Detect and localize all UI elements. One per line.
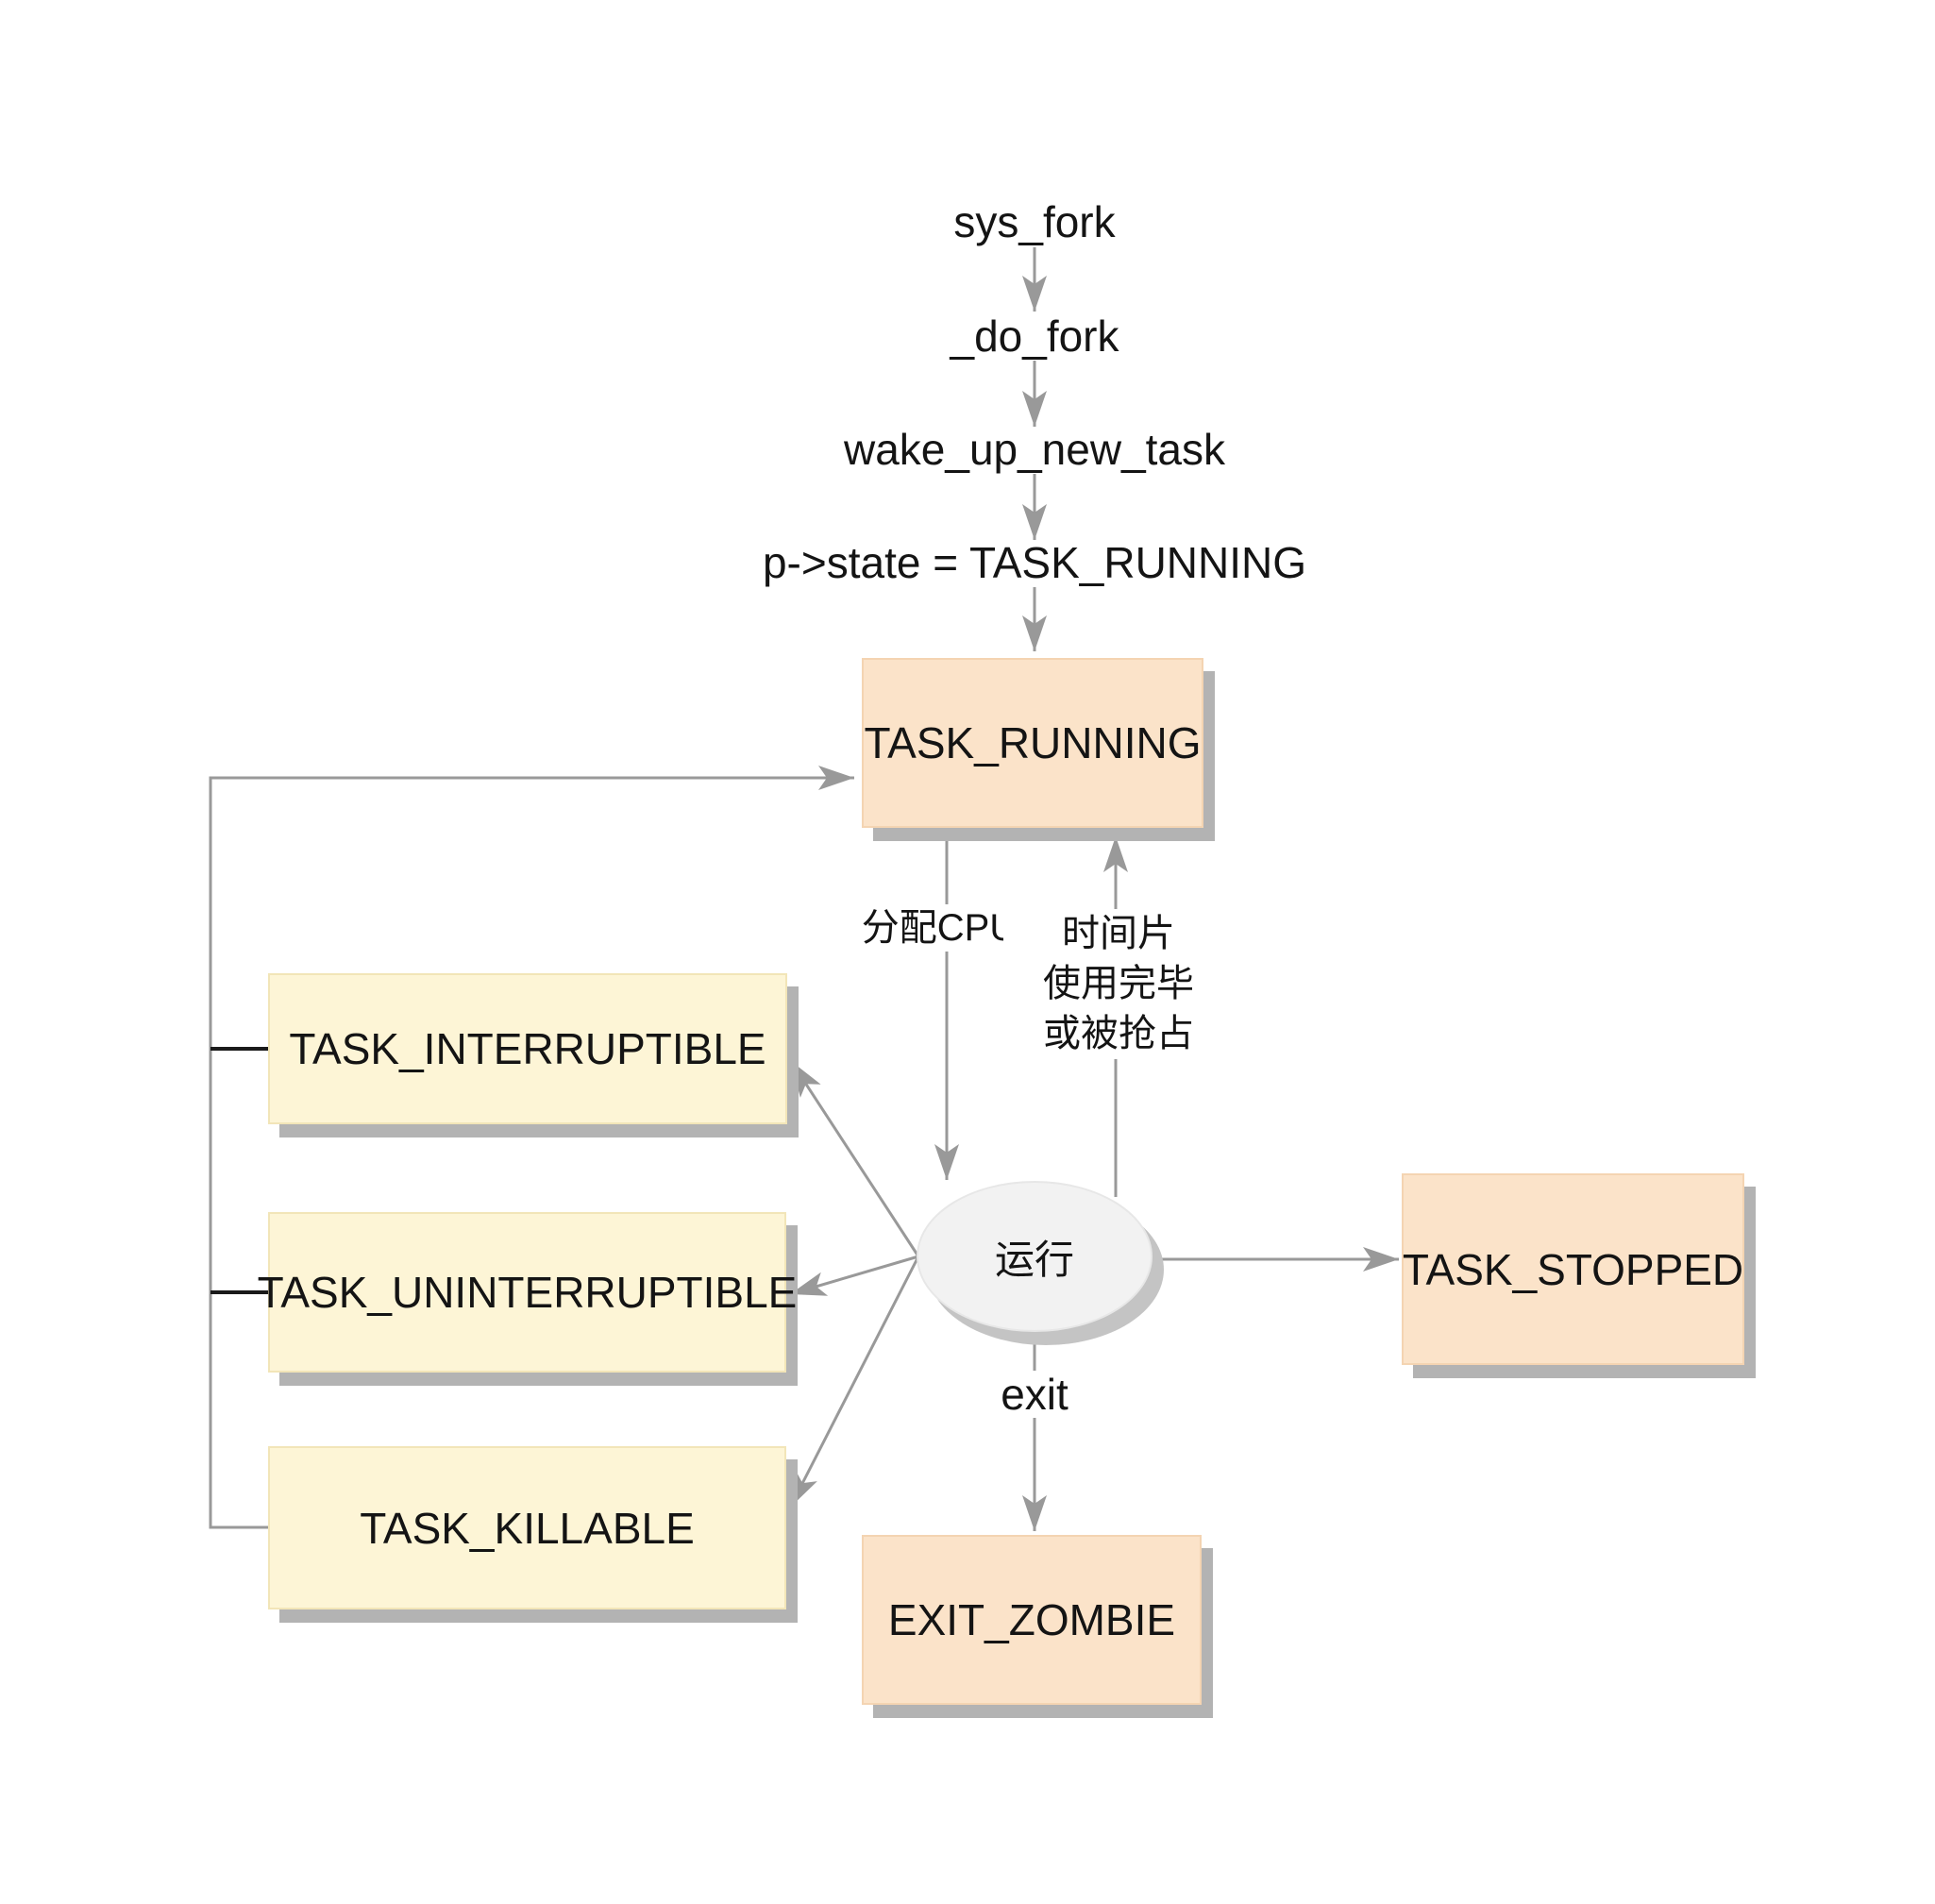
node-exit-zombie-label: EXIT_ZOMBIE — [887, 1595, 1176, 1644]
node-task-stopped: TASK_STOPPED — [1402, 1173, 1744, 1365]
node-task-interruptible: TASK_INTERRUPTIBLE — [268, 973, 787, 1124]
arrow-to-killable — [788, 1255, 920, 1508]
edge-label-timeslice-line2: 使用完毕 — [1043, 963, 1194, 1004]
edge-label-allocate-cpu: 分配CPU — [845, 904, 1034, 952]
node-task-killable: TASK_KILLABLE — [268, 1446, 786, 1609]
node-task-interruptible-label: TASK_INTERRUPTIBLE — [289, 1024, 766, 1073]
node-running-ellipse: 运行 — [917, 1181, 1153, 1332]
node-exit-zombie: EXIT_ZOMBIE — [862, 1535, 1202, 1705]
edge-label-timeslice-line3: 或被抢占 — [1043, 1013, 1194, 1054]
edge-label-timeslice-line1: 时间片 — [1062, 913, 1175, 954]
node-task-uninterruptible-label: TASK_UNINTERRUPTIBLE — [257, 1268, 798, 1317]
edge-label-exit: exit — [982, 1371, 1087, 1418]
label-wake-up-new-task: wake_up_new_task — [843, 425, 1226, 474]
node-task-running: TASK_RUNNING — [862, 658, 1203, 828]
node-task-stopped-label: TASK_STOPPED — [1402, 1244, 1744, 1294]
node-running-ellipse-label: 运行 — [994, 1237, 1074, 1282]
node-task-running-label: TASK_RUNNING — [864, 718, 1202, 767]
edge-label-timeslice: 时间片 使用完毕 或被抢占 — [1003, 909, 1234, 1059]
arrow-to-interruptible — [789, 1060, 920, 1257]
arrow-wakeup-bus-to-taskrunning — [209, 766, 854, 1529]
node-task-killable-label: TASK_KILLABLE — [360, 1503, 695, 1553]
node-task-uninterruptible: TASK_UNINTERRUPTIBLE — [258, 1212, 797, 1373]
arrow-to-uninterruptible — [789, 1255, 919, 1296]
label-pstate-task-running: p->state = TASK_RUNNING — [762, 538, 1307, 587]
label-sys-fork: sys_fork — [953, 197, 1116, 246]
label-do-fork: _do_fork — [950, 312, 1119, 361]
